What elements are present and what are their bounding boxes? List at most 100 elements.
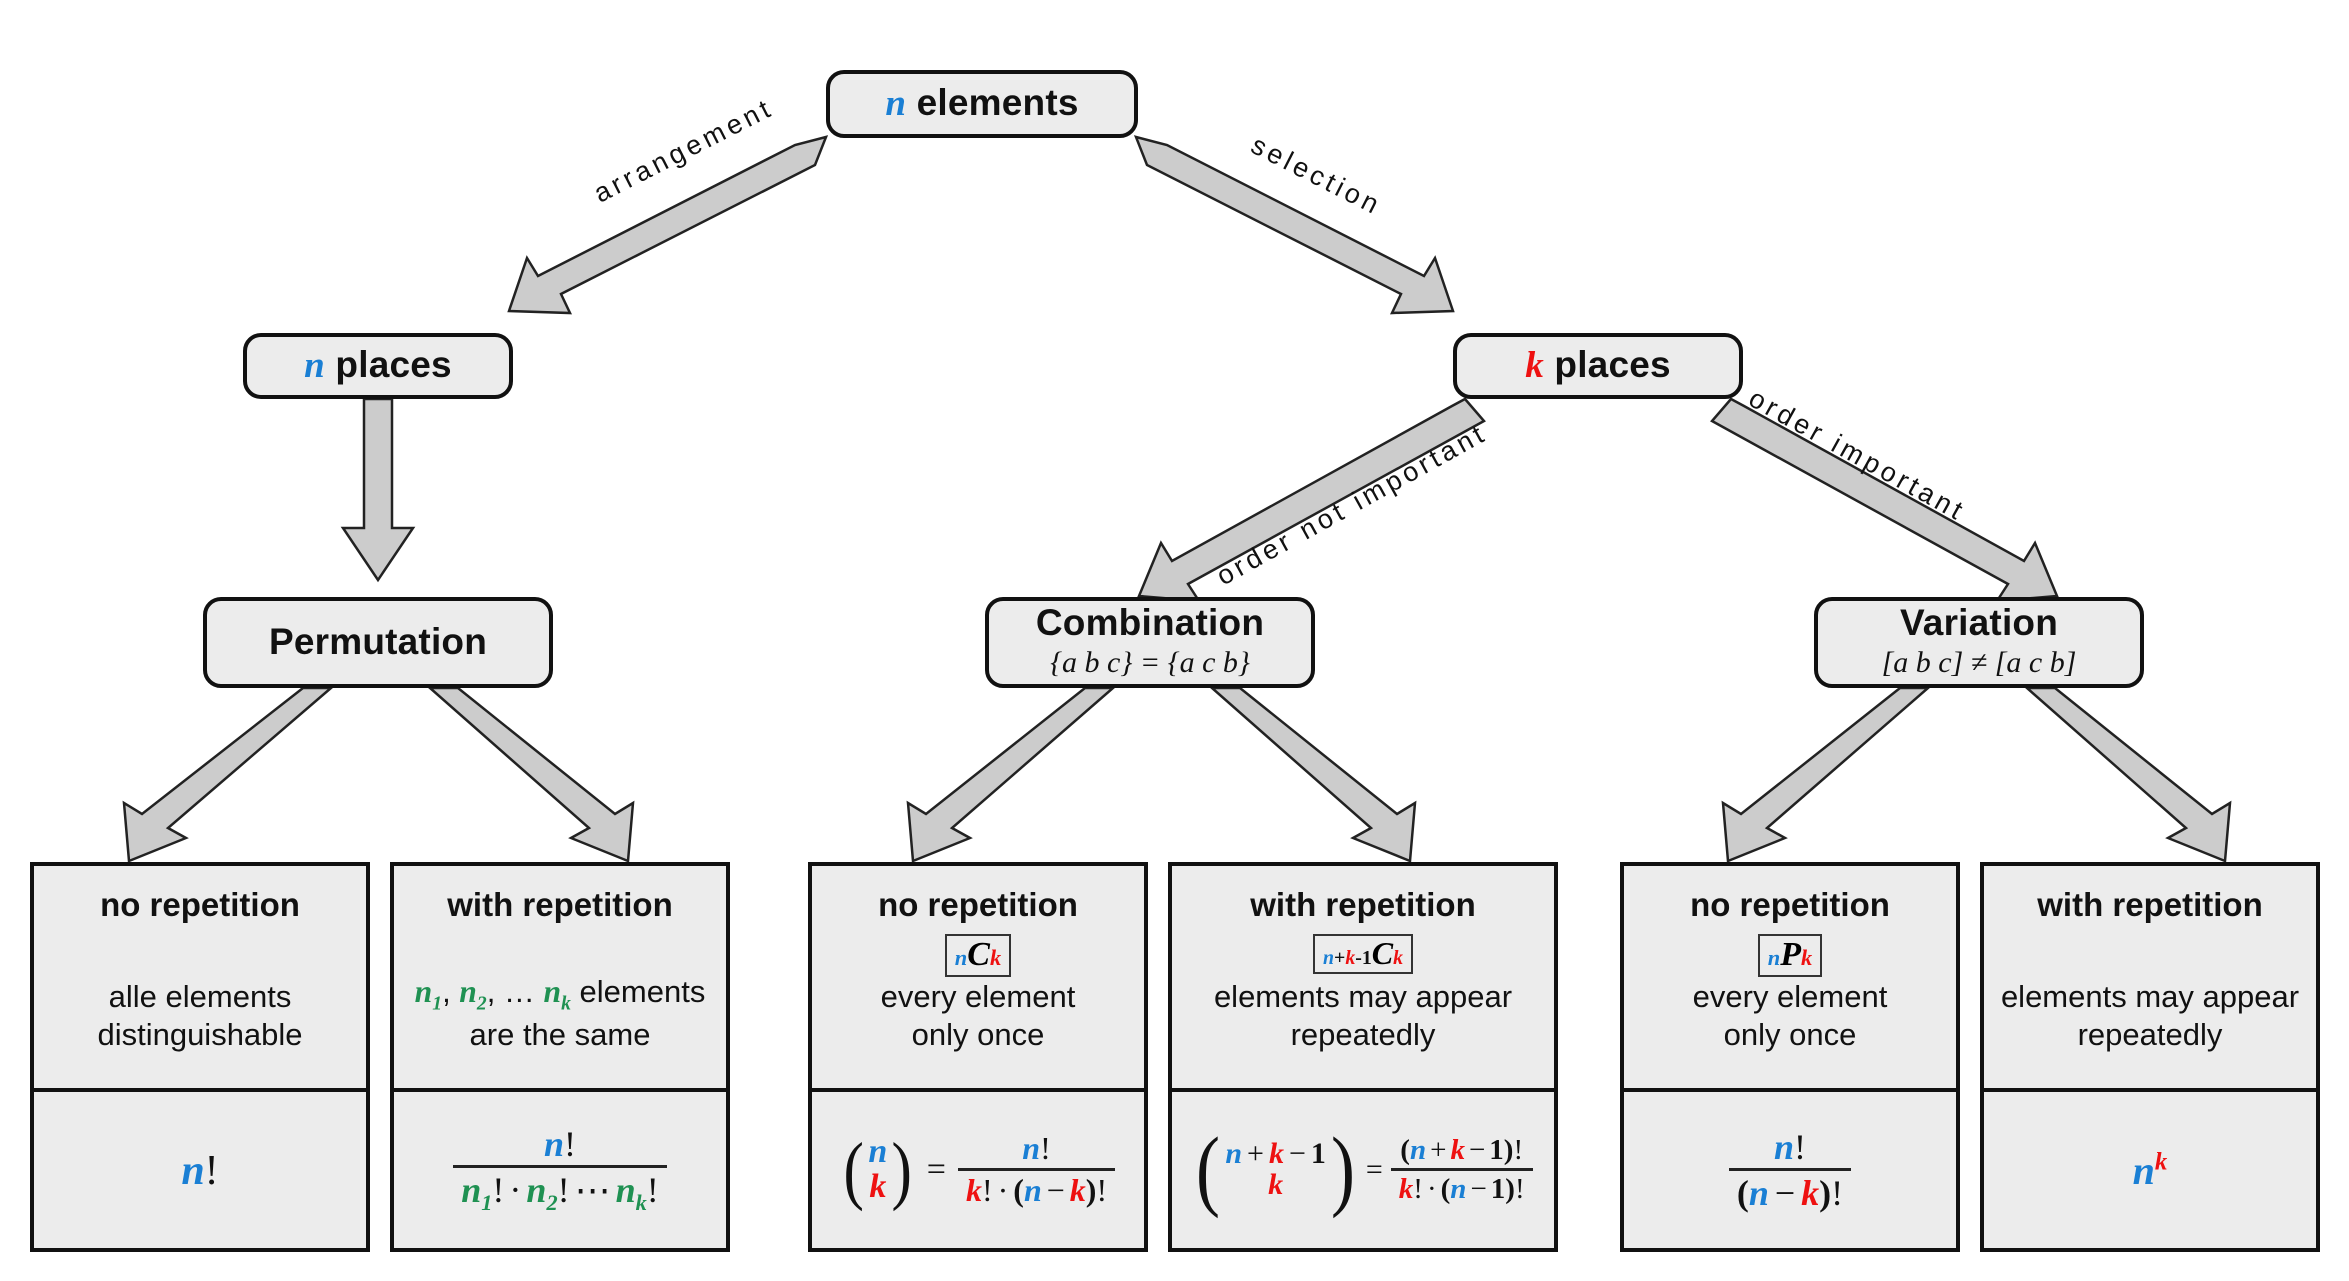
binomial: ( n k ) — [841, 1127, 915, 1213]
card-desc: every element only once — [1693, 978, 1888, 1054]
card-head: with repetition — [447, 886, 673, 923]
factorial-sign: ! — [204, 1147, 219, 1194]
card-combination-with-repetition[interactable]: with repetition n+k-1Ck elements may app… — [1168, 862, 1558, 1252]
card-head: with repetition — [1250, 886, 1476, 923]
arrow-n-places-permutation — [340, 397, 416, 583]
equals-sign: = — [1365, 1153, 1383, 1186]
edge-label-selection: selection — [1246, 129, 1388, 222]
binom-bottom: k — [1268, 1168, 1284, 1201]
paren-open: ( — [1196, 1119, 1221, 1219]
card-variation-with-repetition[interactable]: with repetition elements may appear repe… — [1980, 862, 2320, 1252]
card-formula: ( n+k−1 k ) = (n+k−1)! k!·(n−1)! — [1172, 1088, 1554, 1248]
var-n2: n2 — [459, 973, 487, 1015]
var-n1: n1 — [414, 973, 443, 1015]
fraction-denominator: n1!·n2!⋯nk! — [453, 1165, 667, 1215]
fraction-denominator: k!·(n−1)! — [1390, 1168, 1533, 1205]
node-combination-subtitle: {a b c} = {a c b} — [1050, 645, 1250, 679]
node-k-places[interactable]: k places — [1453, 333, 1743, 399]
notation-sub-k: k — [1345, 947, 1356, 969]
card-permutation-with-repetition[interactable]: with repetition n1, n2, … nk elements ar… — [390, 862, 730, 1252]
card-head: no repetition — [878, 886, 1078, 923]
arrow-var-right — [2023, 686, 2232, 863]
fraction-denominator: k!·(n−k)! — [957, 1168, 1116, 1208]
edge-label-order-not-important: order not important — [1211, 417, 1493, 592]
paren-close: ) — [1330, 1119, 1355, 1219]
node-permutation[interactable]: Permutation — [203, 597, 553, 688]
card-desc-line-2: only once — [911, 1017, 1045, 1053]
card-body: no repetition nCk every element only onc… — [812, 866, 1144, 1088]
node-n-places[interactable]: n places — [243, 333, 513, 399]
node-n-elements-text: elements — [916, 82, 1079, 124]
notation-sup-k: k — [1393, 947, 1404, 969]
fraction-denominator: (n−k)! — [1728, 1168, 1852, 1212]
notation-sub-n: n — [1767, 945, 1781, 970]
card-variation-no-repetition[interactable]: no repetition nPk every element only onc… — [1620, 862, 1960, 1252]
card-desc-line-1: elements may appear — [1213, 979, 1513, 1015]
notation-P: P — [1780, 936, 1802, 973]
card-head: no repetition — [1690, 886, 1890, 923]
binom-top: n+k−1 — [1225, 1137, 1326, 1171]
var-n: n — [181, 1147, 205, 1194]
card-desc-line-1: n1, n2, … nk elements — [414, 973, 706, 1015]
fraction-numerator: n! — [1773, 1126, 1807, 1167]
arrow-comb-left — [906, 686, 1117, 863]
arrow-order-important — [1710, 397, 2059, 603]
card-desc-line-1: alle elements — [108, 979, 292, 1015]
notation-sub-k: k — [989, 945, 1002, 970]
var-k: k — [1525, 345, 1544, 387]
node-n-places-text: places — [335, 344, 452, 386]
card-combination-no-repetition[interactable]: no repetition nCk every element only onc… — [808, 862, 1148, 1252]
arrow-perm-right — [426, 686, 635, 863]
paren-close: ) — [891, 1127, 913, 1213]
card-formula: n! n1!·n2!⋯nk! — [394, 1088, 726, 1248]
notation-sub-minus: - — [1355, 947, 1362, 969]
arrow-perm-left — [122, 686, 335, 863]
binom-bottom: k — [869, 1168, 887, 1205]
card-desc-line-2: repeatedly — [1290, 1017, 1436, 1053]
node-variation-title: Variation — [1899, 602, 2059, 644]
notation-npkm1Ck: n+k-1Ck — [1312, 934, 1414, 974]
notation-nPk: nPk — [1757, 934, 1823, 977]
card-body: no repetition alle elements distinguisha… — [34, 866, 366, 1088]
card-formula: ( n k ) = n! k!·(n−k)! — [812, 1088, 1144, 1248]
var-n: n — [885, 83, 907, 125]
card-head: with repetition — [2037, 886, 2263, 923]
card-body: no repetition nPk every element only onc… — [1624, 866, 1956, 1088]
var-n: n — [2132, 1147, 2155, 1193]
notation-sub-k: k — [1801, 945, 1813, 970]
edge-label-arrangement: arrangement — [588, 92, 779, 209]
card-desc: every element only once — [881, 978, 1076, 1054]
node-combination-title: Combination — [1035, 602, 1265, 644]
binomial-stack: n+k−1 k — [1223, 1139, 1328, 1200]
fraction-numerator: n! — [543, 1124, 577, 1164]
node-variation-subtitle: [a b c] ≠ [a c b] — [1881, 645, 2077, 679]
var-n: n — [304, 345, 325, 387]
card-desc-line-1: every element — [880, 979, 1076, 1015]
fraction: n! n1!·n2!⋯nk! — [453, 1125, 667, 1215]
fraction-numerator: n! — [1022, 1130, 1051, 1167]
node-combination[interactable]: Combination {a b c} = {a c b} — [985, 597, 1315, 688]
card-desc-line-1: elements may appear — [2000, 979, 2300, 1015]
fraction-numerator: (n+k−1)! — [1400, 1134, 1524, 1167]
node-k-places-text: places — [1554, 344, 1671, 386]
card-desc-line-2: distinguishable — [97, 1017, 303, 1053]
var-nk: nk — [543, 973, 571, 1015]
node-k-places-label: k places — [1525, 344, 1671, 387]
card-desc: alle elements distinguishable — [97, 978, 302, 1054]
binomial-stack: n k — [866, 1135, 889, 1204]
node-n-elements[interactable]: n elements — [826, 70, 1138, 138]
notation-sub-plus: + — [1334, 947, 1346, 969]
card-desc-line-2: are the same — [469, 1017, 651, 1053]
node-variation[interactable]: Variation [a b c] ≠ [a c b] — [1814, 597, 2144, 688]
node-n-elements-label: n elements — [885, 82, 1079, 125]
card-formula: nk — [1984, 1088, 2316, 1248]
equals-sign: = — [926, 1151, 946, 1188]
card-desc: n1, n2, … nk elements are the same — [415, 973, 706, 1054]
card-formula: n! (n−k)! — [1624, 1088, 1956, 1248]
paren-open: ( — [843, 1127, 864, 1213]
notation-nCk: nCk — [944, 934, 1012, 977]
edge-label-order-important: order important — [1743, 382, 1972, 528]
fraction: n! (n−k)! — [1728, 1126, 1852, 1212]
card-desc: elements may appear repeatedly — [2001, 978, 2299, 1054]
card-permutation-no-repetition[interactable]: no repetition alle elements distinguisha… — [30, 862, 370, 1252]
